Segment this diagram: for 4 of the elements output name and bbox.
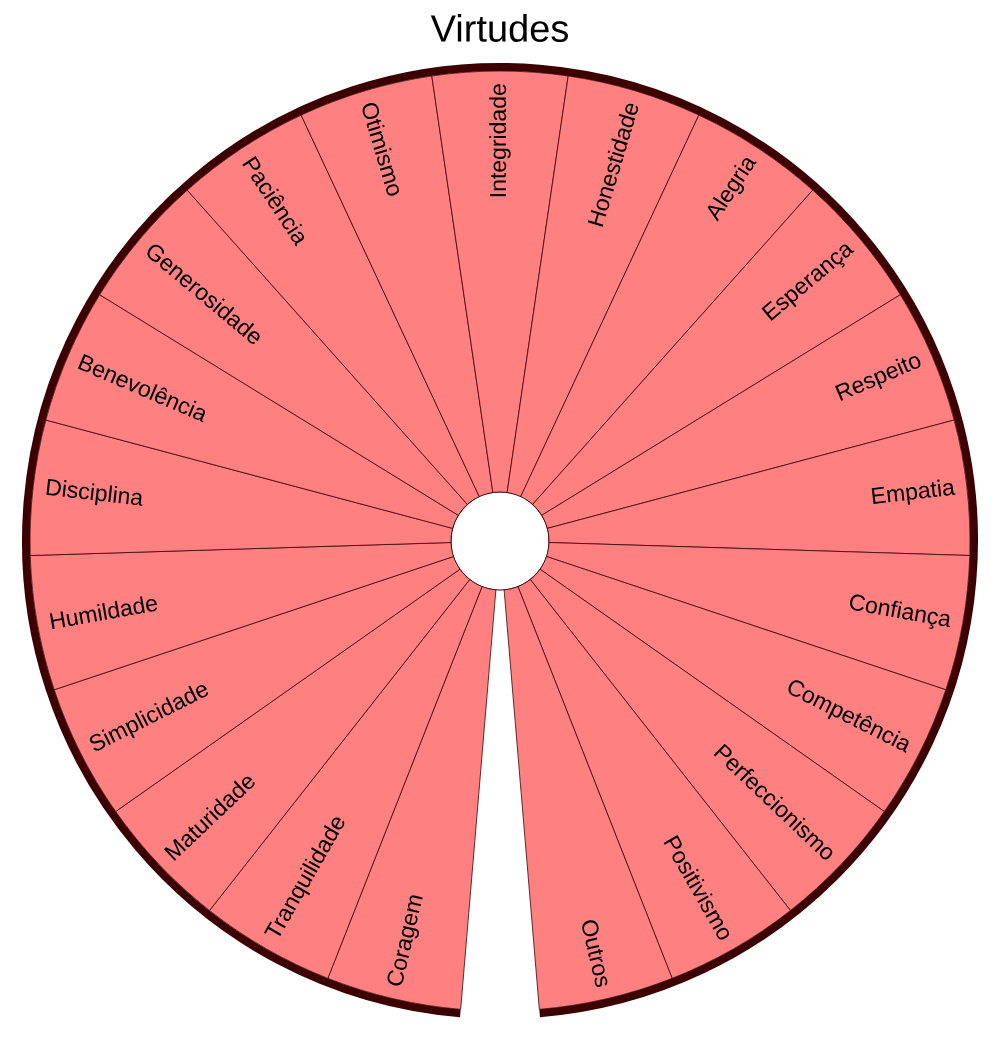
wheel-sector: Empatia bbox=[546, 419, 971, 556]
hub-circle bbox=[450, 491, 550, 591]
wheel-sector: Integridade bbox=[431, 70, 569, 493]
title: Virtudes bbox=[430, 14, 568, 42]
